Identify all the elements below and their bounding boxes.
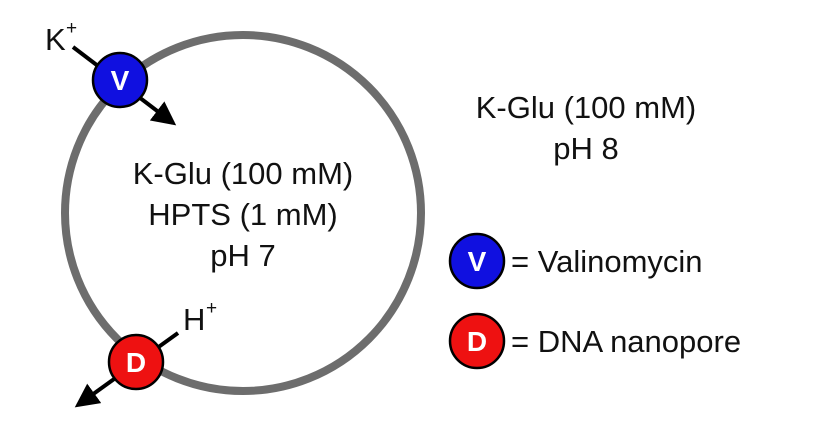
inside-dye-label: HPTS (1 mM) xyxy=(148,197,337,232)
potassium-charge: + xyxy=(66,18,77,39)
legend-valinomycin-text: = Valinomycin xyxy=(511,244,703,279)
valinomycin-letter: V xyxy=(111,65,130,96)
legend-dna-nanopore-text: = DNA nanopore xyxy=(511,324,741,359)
outside-buffer-label: K-Glu (100 mM) xyxy=(476,90,696,125)
proton-ion-label: H + xyxy=(183,298,217,337)
legend-dna-nanopore: D = DNA nanopore xyxy=(448,312,741,370)
inside-ph-label: pH 7 xyxy=(210,238,275,273)
proton-charge: + xyxy=(206,298,217,319)
potassium-symbol: K xyxy=(45,22,66,57)
legend-dna-nanopore-letter: D xyxy=(467,326,487,357)
proton-symbol: H xyxy=(183,302,205,337)
dna-nanopore-circle-icon: D xyxy=(107,333,165,391)
legend-dna-nanopore-icon: D xyxy=(448,312,506,370)
legend: V = Valinomycin D = DNA nanopore xyxy=(448,232,741,370)
vesicle-membrane xyxy=(61,31,425,395)
potassium-ion-label: K + xyxy=(45,18,77,57)
outside-ph-label: pH 8 xyxy=(553,131,618,166)
dna-nanopore-letter: D xyxy=(126,347,146,378)
legend-valinomycin-icon: V xyxy=(448,232,506,290)
legend-valinomycin: V = Valinomycin xyxy=(448,232,703,290)
legend-valinomycin-letter: V xyxy=(468,246,487,277)
valinomycin-circle-icon: V xyxy=(91,51,149,109)
inside-buffer-label: K-Glu (100 mM) xyxy=(133,156,353,191)
